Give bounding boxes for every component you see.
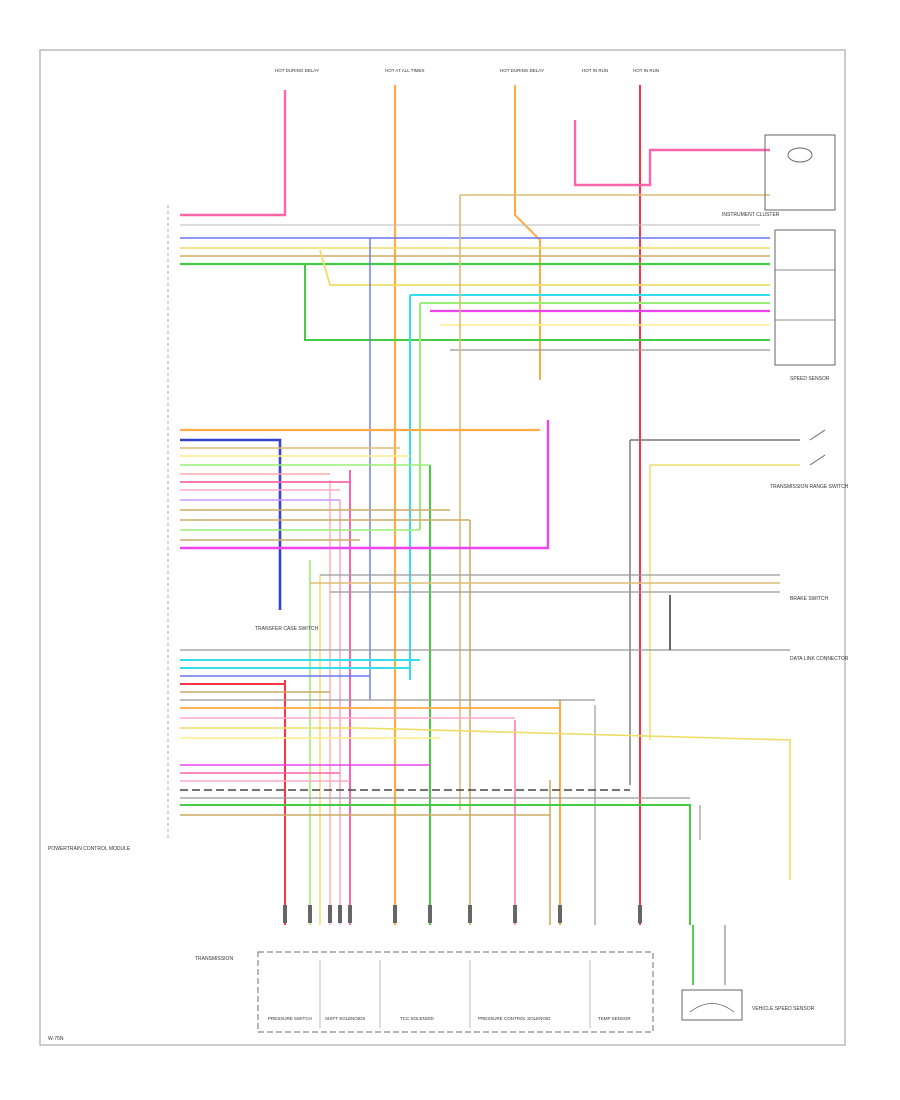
diagram-border: [39, 49, 846, 1046]
wire-group-middle: [180, 420, 800, 610]
label-vss: VEHICLE SPEED SENSOR: [752, 1006, 815, 1012]
label-brake-switch: BRAKE SWITCH: [790, 596, 828, 602]
label-speed-sensor: SPEED SENSOR: [790, 376, 830, 382]
wire-pink-1: [180, 90, 287, 217]
wire-yellow-loop: [319, 249, 770, 286]
fuse-label-3: HOT DURING DELAY: [500, 68, 544, 73]
connector-pins: [283, 905, 642, 923]
fuse-label-4: HOT IN RUN: [582, 68, 608, 73]
speed-sensor-box: SPEED SENSOR: [774, 229, 836, 382]
corner-code: W-75N: [48, 1036, 64, 1042]
label-tcc-solenoid: TCC SOLENOID: [400, 1016, 435, 1021]
top-fuse-labels: HOT DURING DELAY HOT AT ALL TIMES HOT DU…: [275, 68, 659, 73]
instrument-cluster: INSTRUMENT CLUSTER: [722, 134, 836, 218]
label-trans-range-switch: TRANSMISSION RANGE SWITCH: [770, 484, 849, 490]
label-pcs: PRESSURE CONTROL SOLENOID: [478, 1016, 551, 1021]
label-shift-solenoids: SHIFT SOLENOIDS: [325, 1016, 365, 1021]
fuse-label-1: HOT DURING DELAY: [275, 68, 319, 73]
transmission-box: PRESSURE SWITCH SHIFT SOLENOIDS TCC SOLE…: [257, 951, 654, 1033]
wire-group-top: [180, 85, 770, 925]
label-pressure-switch: PRESSURE SWITCH: [268, 1016, 312, 1021]
trans-range-switch: TRANSMISSION RANGE SWITCH: [770, 429, 849, 490]
label-transfer-case: TRANSFER CASE SWITCH: [255, 626, 318, 632]
brake-switch: BRAKE SWITCH: [790, 596, 828, 602]
label-instrument-cluster: INSTRUMENT CLUSTER: [722, 212, 780, 218]
vehicle-speed-sensor: VEHICLE SPEED SENSOR: [681, 989, 815, 1021]
wire-orange-right: [514, 85, 541, 380]
label-data-link: DATA LINK CONNECTOR: [790, 656, 849, 662]
wire-green-loop: [260, 263, 770, 341]
wire-group-lower: [180, 574, 791, 985]
label-transmission: TRANSMISSION: [195, 956, 233, 962]
fuse-label-5: HOT IN RUN: [633, 68, 659, 73]
data-link-connector: DATA LINK CONNECTOR: [790, 656, 849, 662]
label-temp-sensor: TEMP SENSOR: [598, 1016, 631, 1021]
wire-pink-cluster: [573, 120, 770, 187]
fuse-label-2: HOT AT ALL TIMES: [385, 68, 425, 73]
label-pcm: POWERTRAIN CONTROL MODULE: [48, 846, 131, 852]
